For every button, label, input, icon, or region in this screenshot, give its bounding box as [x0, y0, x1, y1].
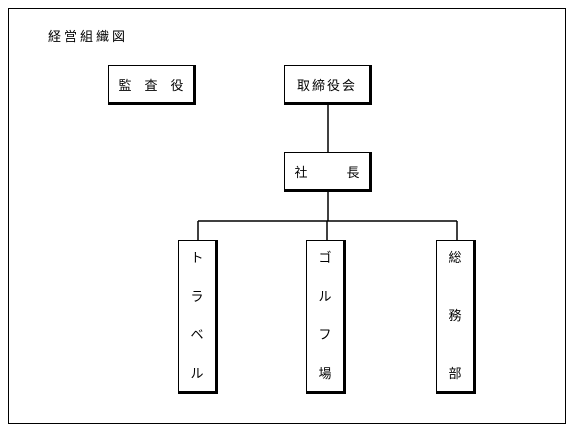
travel-char: ル	[190, 366, 204, 382]
golf-char: 場	[318, 366, 332, 382]
board-of-directors-box: 取締役会	[284, 65, 372, 105]
president-box: 社 長	[284, 152, 372, 192]
chart-frame	[8, 8, 566, 424]
golf-course-box: ゴ ル フ 場	[306, 240, 346, 394]
general-char: 総	[448, 251, 462, 266]
auditor-label: 監 査 役	[118, 78, 184, 94]
board-label: 取締役会	[296, 78, 357, 94]
general-char: 務	[448, 309, 462, 324]
golf-char: ル	[318, 289, 332, 305]
president-label: 社 長	[294, 165, 360, 181]
travel-char: ベ	[190, 328, 204, 344]
general-affairs-box: 総 務 部	[436, 240, 476, 394]
chart-title: 経営組織図	[48, 30, 129, 45]
golf-char: フ	[318, 328, 332, 344]
general-char: 部	[448, 367, 462, 382]
travel-char: ラ	[190, 289, 204, 305]
golf-char: ゴ	[318, 251, 332, 266]
travel-dept-box: ト ラ ベ ル	[178, 240, 218, 394]
auditor-box: 監 査 役	[108, 65, 196, 105]
travel-char: ト	[190, 251, 204, 266]
